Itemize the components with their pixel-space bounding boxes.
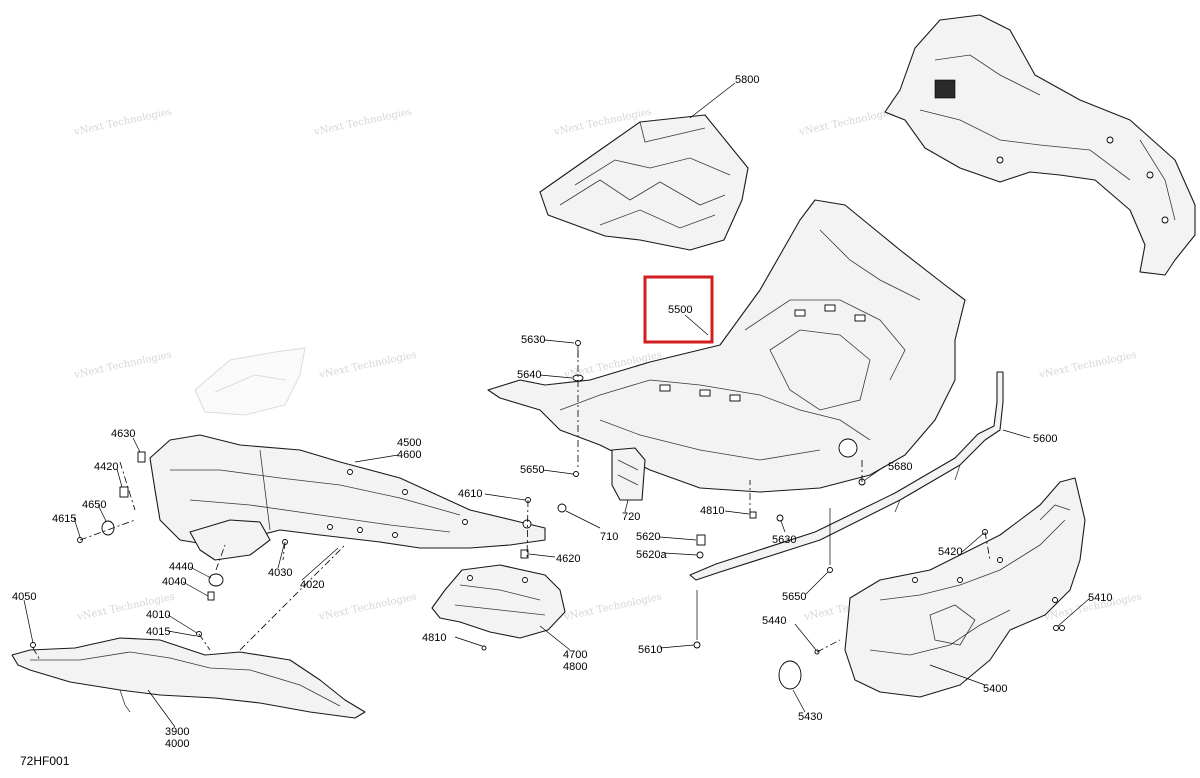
callout-4015[interactable]: 4015 xyxy=(146,626,170,638)
watermark: vNext Technologies xyxy=(312,107,412,139)
grommet-4440[interactable] xyxy=(208,573,224,587)
callout-4020[interactable]: 4020 xyxy=(300,579,324,591)
watermark: vNext Technologies xyxy=(797,107,897,139)
callout-5650-lower[interactable]: 5650 xyxy=(782,591,806,603)
callout-4030[interactable]: 4030 xyxy=(268,567,292,579)
callout-4500[interactable]: 4500 xyxy=(397,437,421,449)
screw-4040[interactable] xyxy=(207,591,215,601)
clip-4620[interactable] xyxy=(520,549,529,559)
watermark: vNext Technologies xyxy=(1037,350,1137,382)
callout-4610[interactable]: 4610 xyxy=(458,488,482,500)
watermark: vNext Technologies xyxy=(317,350,417,382)
nut-5650[interactable] xyxy=(573,471,579,477)
callout-5650[interactable]: 5650 xyxy=(520,464,544,476)
callout-4010[interactable]: 4010 xyxy=(146,609,170,621)
callout-5680[interactable]: 5680 xyxy=(888,461,912,473)
callout-5620[interactable]: 5620 xyxy=(636,531,660,543)
callout-3900[interactable]: 3900 xyxy=(165,726,189,738)
callout-5620a[interactable]: 5620a xyxy=(636,549,667,561)
ghost-reference-part xyxy=(194,347,306,416)
highlight-box xyxy=(643,275,714,344)
callout-4810-lower[interactable]: 4810 xyxy=(422,632,446,644)
callout-labels: 5800 5500 5630 5640 5650 5600 5680 710 7… xyxy=(12,74,1112,750)
callout-5610[interactable]: 5610 xyxy=(638,644,662,656)
nut-5620a[interactable] xyxy=(696,551,704,559)
rear-fender-assembly[interactable] xyxy=(884,14,1196,276)
callout-4630[interactable]: 4630 xyxy=(111,428,135,440)
screw-4050[interactable] xyxy=(30,642,36,648)
clip-4810a[interactable] xyxy=(749,511,757,519)
callout-4650[interactable]: 4650 xyxy=(82,499,106,511)
callout-5640[interactable]: 5640 xyxy=(517,369,541,381)
cap-5430[interactable] xyxy=(778,660,802,690)
callout-5630[interactable]: 5630 xyxy=(521,334,545,346)
callout-4615[interactable]: 4615 xyxy=(52,513,76,525)
callout-4620[interactable]: 4620 xyxy=(556,553,580,565)
callout-5800[interactable]: 5800 xyxy=(735,74,759,86)
callout-4040[interactable]: 4040 xyxy=(162,576,186,588)
bolt-710[interactable] xyxy=(557,503,567,513)
svg-text:vNext Technologies: vNext Technologies xyxy=(312,107,412,139)
svg-text:vNext Technologies: vNext Technologies xyxy=(1037,350,1137,382)
watermark: vNext Technologies xyxy=(72,350,172,382)
svg-text:vNext Technologies: vNext Technologies xyxy=(797,107,897,139)
leader-lines xyxy=(23,82,1091,728)
callout-4420[interactable]: 4420 xyxy=(94,461,118,473)
watermark: vNext Technologies xyxy=(562,592,662,624)
part-5600-rail[interactable] xyxy=(689,371,1004,581)
part-4500-side-panel[interactable] xyxy=(149,434,546,561)
callout-4700[interactable]: 4700 xyxy=(563,649,587,661)
callout-4000[interactable]: 4000 xyxy=(165,738,189,750)
bolt-5650b[interactable] xyxy=(827,508,833,573)
fastener-4610[interactable] xyxy=(522,497,532,529)
watermark: vNext Technologies xyxy=(317,592,417,624)
callout-5630-lower[interactable]: 5630 xyxy=(772,534,796,546)
callout-720[interactable]: 720 xyxy=(622,511,640,523)
callout-5410[interactable]: 5410 xyxy=(1088,592,1112,604)
part-4700-skid[interactable] xyxy=(431,564,566,639)
callout-4440[interactable]: 4440 xyxy=(169,561,193,573)
bracket-5620[interactable] xyxy=(696,534,706,546)
clip-4630[interactable] xyxy=(137,451,146,463)
callout-4050[interactable]: 4050 xyxy=(12,591,36,603)
svg-text:vNext Technologies: vNext Technologies xyxy=(72,107,172,139)
callout-4800[interactable]: 4800 xyxy=(563,661,587,673)
callout-5500[interactable]: 5500 xyxy=(668,304,692,316)
callout-4810[interactable]: 4810 xyxy=(700,505,724,517)
part-5500-floor[interactable] xyxy=(487,199,966,501)
hardware-items xyxy=(30,340,1059,690)
fastener-5630b[interactable] xyxy=(776,514,784,522)
document-code: 72HF001 xyxy=(20,754,70,768)
bolt-5610[interactable] xyxy=(693,590,701,649)
callout-5440[interactable]: 5440 xyxy=(762,615,786,627)
watermark: vNext Technologies xyxy=(72,107,172,139)
svg-text:vNext Technologies: vNext Technologies xyxy=(72,350,172,382)
callout-5430[interactable]: 5430 xyxy=(798,711,822,723)
callout-710[interactable]: 710 xyxy=(600,531,618,543)
part-3900-bumper[interactable] xyxy=(11,637,366,719)
clip-4420[interactable] xyxy=(119,486,129,498)
clip-4810b[interactable] xyxy=(481,645,487,651)
assembly-lines xyxy=(32,350,991,661)
callout-5420[interactable]: 5420 xyxy=(938,546,962,558)
part-5400-fascia[interactable] xyxy=(844,477,1086,698)
svg-text:vNext Technologies: vNext Technologies xyxy=(317,592,417,624)
clip-5410[interactable] xyxy=(1053,625,1059,631)
svg-text:vNext Technologies: vNext Technologies xyxy=(562,592,662,624)
part-5800-tray[interactable] xyxy=(539,114,749,251)
svg-text:vNext Technologies: vNext Technologies xyxy=(317,350,417,382)
callout-4600[interactable]: 4600 xyxy=(397,449,421,461)
callout-5400[interactable]: 5400 xyxy=(983,683,1007,695)
callout-5600[interactable]: 5600 xyxy=(1033,433,1057,445)
